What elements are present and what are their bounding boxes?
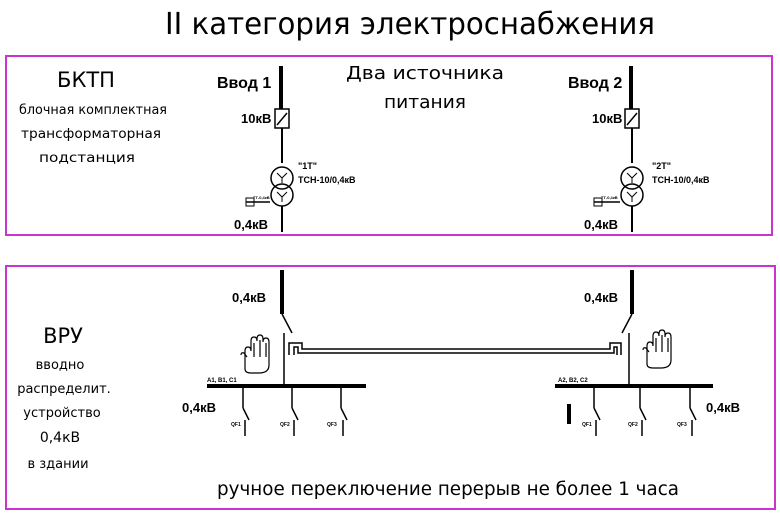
input-2-lv-top: 0,4кВ (584, 217, 618, 232)
hand-icon (240, 334, 270, 374)
aux-symbol-2 (593, 197, 620, 207)
vru-heading: ВРУ (43, 324, 83, 348)
bus-1-label: А1, В1, С1 (207, 378, 237, 384)
bktp-desc-line-1: блочная комплектная (19, 103, 167, 118)
input-2-circuit (620, 66, 644, 386)
input-1-circuit (270, 66, 294, 386)
feeder-1-1: QF1 (231, 422, 241, 428)
sources-line-1: Два источника (346, 63, 504, 84)
vru-desc-line-2: распределит. (17, 382, 111, 397)
bus-1-voltage: 0,4кВ (182, 400, 216, 415)
hand-icon (642, 329, 672, 369)
bus-2-label: А2, В2, С2 (558, 378, 588, 384)
input-1-lv-vru: 0,4кВ (232, 290, 266, 305)
aux-label-2: ТТ-0,4кВ (601, 195, 618, 200)
bktp-desc-line-2: трансформаторная (21, 127, 161, 142)
trafo-2-type: ТСН-10/0,4кВ (652, 175, 710, 185)
input-2-lv-vru: 0,4кВ (584, 290, 618, 305)
feeder-2-1: QF1 (582, 422, 592, 428)
bktp-frame (5, 55, 773, 236)
bus-1 (207, 384, 366, 436)
input-1-label: Ввод 1 (217, 75, 271, 92)
vru-desc-line-1: вводно (36, 358, 85, 373)
bus-2 (555, 384, 713, 436)
trafo-1-name: "1Т" (298, 161, 317, 171)
aux-symbol-1 (245, 197, 270, 207)
input-1-hv-label: 10кВ (241, 111, 271, 126)
input-1-lv-top: 0,4кВ (234, 217, 268, 232)
trafo-1-type: ТСН-10/0,4кВ (298, 175, 356, 185)
aux-label-1: ТТ-0,4кВ (253, 195, 270, 200)
feeder-1-2: QF2 (280, 422, 290, 428)
feeder-2-3: QF3 (677, 422, 687, 428)
input-2-label: Ввод 2 (568, 75, 622, 92)
mechanical-interlock (288, 342, 622, 355)
feeder-1-3: QF3 (327, 422, 337, 428)
sources-line-2: питания (384, 92, 466, 113)
footer-note: ручное переключение перерыв не более 1 ч… (217, 478, 679, 500)
input-2-hv-label: 10кВ (592, 111, 622, 126)
feeder-2-2: QF2 (628, 422, 638, 428)
vru-desc-line-4: 0,4кВ (40, 430, 80, 446)
vru-desc-line-5: в здании (27, 457, 88, 472)
vru-desc-line-3: устройство (23, 406, 100, 421)
trafo-2-name: "2Т" (652, 161, 671, 171)
bus-2-voltage: 0,4кВ (706, 400, 740, 415)
bktp-heading: БКТП (57, 68, 115, 92)
diagram-title: II категория электроснабжения (165, 7, 655, 42)
vru-frame (5, 265, 776, 510)
bktp-desc-line-3: подстанция (39, 151, 135, 166)
